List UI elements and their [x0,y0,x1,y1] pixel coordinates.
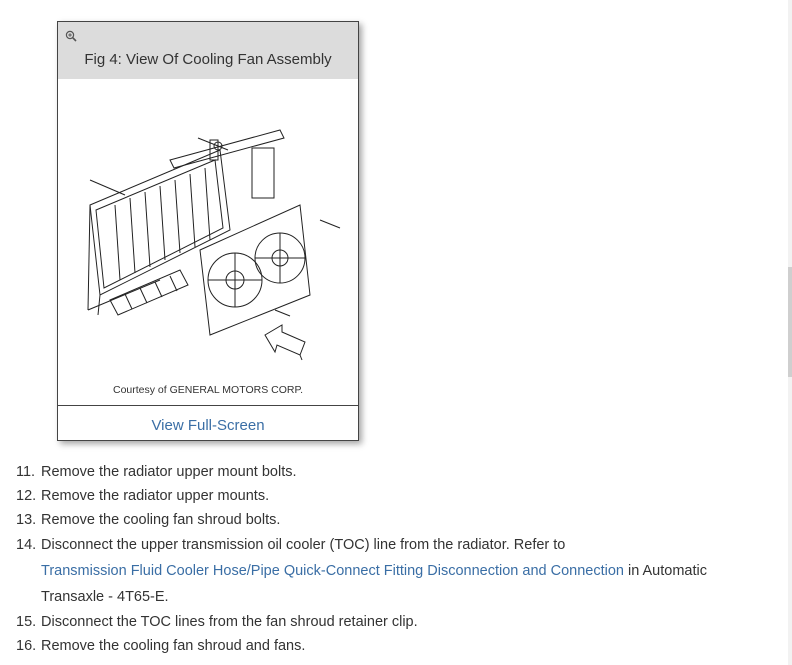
view-full-screen-link[interactable]: View Full-Screen [151,417,265,434]
list-item: 15. Disconnect the TOC lines from the fa… [16,610,756,634]
list-item: 12. Remove the radiator upper mounts. [16,484,756,508]
zoom-in-icon[interactable] [65,29,77,42]
toc-fitting-link[interactable]: Transmission Fluid Cooler Hose/Pipe Quic… [41,563,624,579]
scrollbar-thumb[interactable] [788,267,792,377]
step-text-after: in Automatic Transaxle - 4T65-E. [41,563,707,605]
list-item: 11. Remove the radiator upper mount bolt… [16,460,756,484]
step-text: Remove the radiator upper mount bolts. [41,464,297,480]
step-text: Remove the radiator upper mounts. [41,488,270,504]
step-number: 11. [16,464,36,480]
list-item: 16. Remove the cooling fan shroud and fa… [16,634,756,658]
figure-header: Fig 4: View Of Cooling Fan Assembly [58,22,358,79]
figure-panel: Fig 4: View Of Cooling Fan Assembly [57,21,359,441]
step-number: 15. [16,614,37,630]
step-text: Remove the cooling fan shroud and fans. [41,638,306,654]
procedure-steps: 11. Remove the radiator upper mount bolt… [16,460,756,658]
list-item: 14. Disconnect the upper transmission oi… [16,532,756,610]
figure-divider [58,405,358,406]
step-number: 12. [16,488,37,504]
step-number: 14. [16,537,37,553]
list-item: 13. Remove the cooling fan shroud bolts. [16,508,756,532]
cooling-fan-assembly-illustration [87,129,341,361]
step-number: 13. [16,512,37,528]
figure-credit: Courtesy of GENERAL MOTORS CORP. [112,384,304,396]
step-number: 16. [16,638,37,654]
step-text-before: Disconnect the upper transmission oil co… [41,537,566,553]
step-text: Remove the cooling fan shroud bolts. [41,512,281,528]
figure-title: Fig 4: View Of Cooling Fan Assembly [84,51,332,68]
step-text: Disconnect the TOC lines from the fan sh… [41,614,418,630]
step-text: Disconnect the upper transmission oil co… [41,532,756,610]
